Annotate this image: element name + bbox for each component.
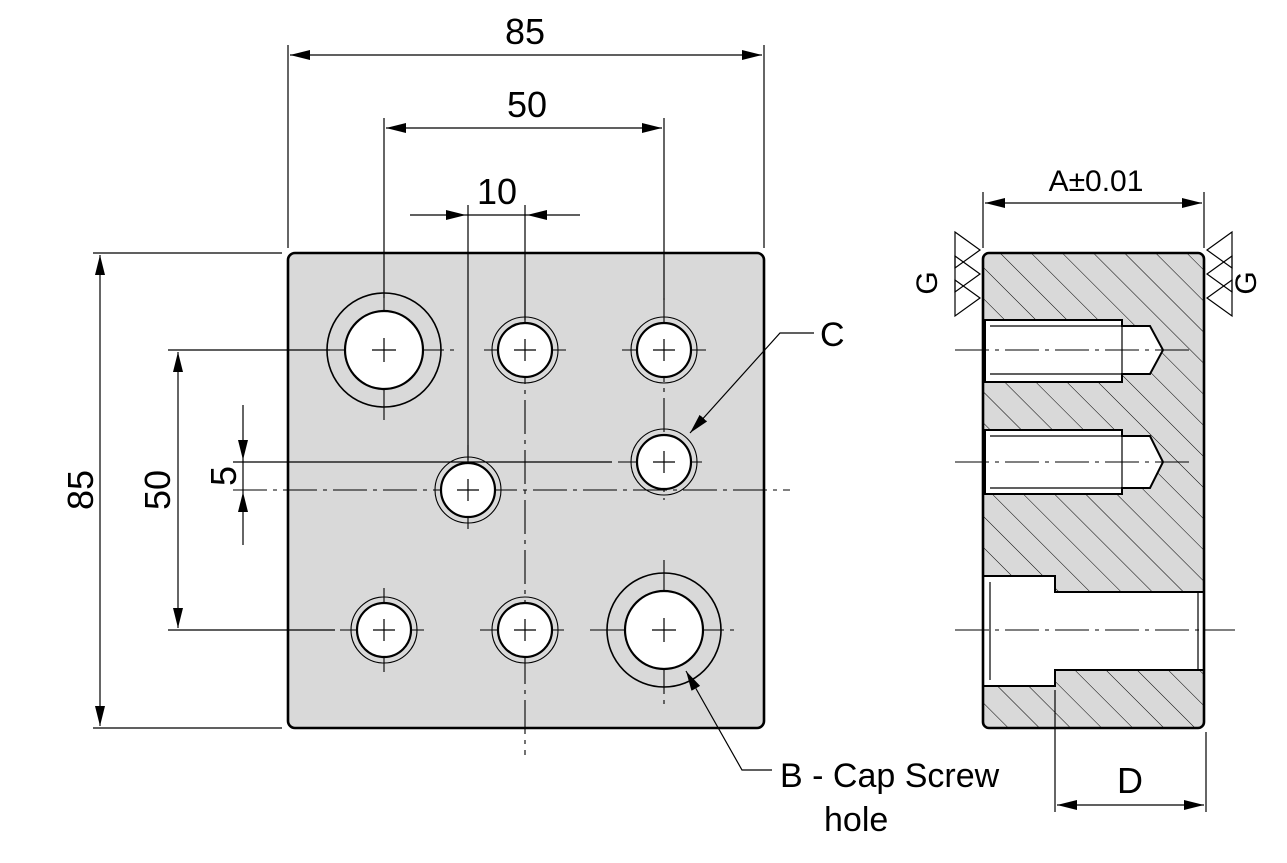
ground-symbol-right: G (1205, 230, 1263, 318)
cap-screw-hole-b (606, 572, 722, 688)
svg-text:G: G (1230, 271, 1263, 294)
dowel-hole-center (434, 456, 502, 524)
dim-85-width-label: 85 (505, 11, 545, 52)
dowel-hole-c (630, 428, 698, 496)
side-section-view: A±0.01 G G D (911, 165, 1263, 812)
dim-50-height-label: 50 (137, 470, 178, 510)
svg-text:G: G (911, 271, 944, 294)
dim-5-label: 5 (203, 466, 244, 486)
threaded-hole-bottom-left (350, 596, 418, 664)
ground-symbol-left: G (911, 230, 982, 318)
callout-c-label: C (820, 316, 845, 354)
dim-85-height-label: 85 (60, 470, 101, 510)
callout-b-label-line1: B - Cap Screw (780, 757, 1000, 795)
dim-10-label: 10 (477, 171, 517, 212)
threaded-hole-top-right (630, 316, 698, 384)
threaded-hole-bottom-middle (491, 596, 559, 664)
dim-d-label: D (1117, 760, 1143, 801)
cap-screw-hole-top-left (326, 292, 442, 408)
front-view: 85 50 10 85 50 5 C B - Cap Screw hole (60, 11, 1000, 839)
threaded-hole-top-middle (491, 316, 559, 384)
callout-b-label-line2: hole (824, 801, 888, 839)
side-outline (981, 251, 1206, 730)
leader-b (685, 670, 772, 771)
dim-50-width-label: 50 (507, 84, 547, 125)
leader-c (689, 332, 814, 434)
dim-a-label: A±0.01 (1049, 165, 1144, 198)
